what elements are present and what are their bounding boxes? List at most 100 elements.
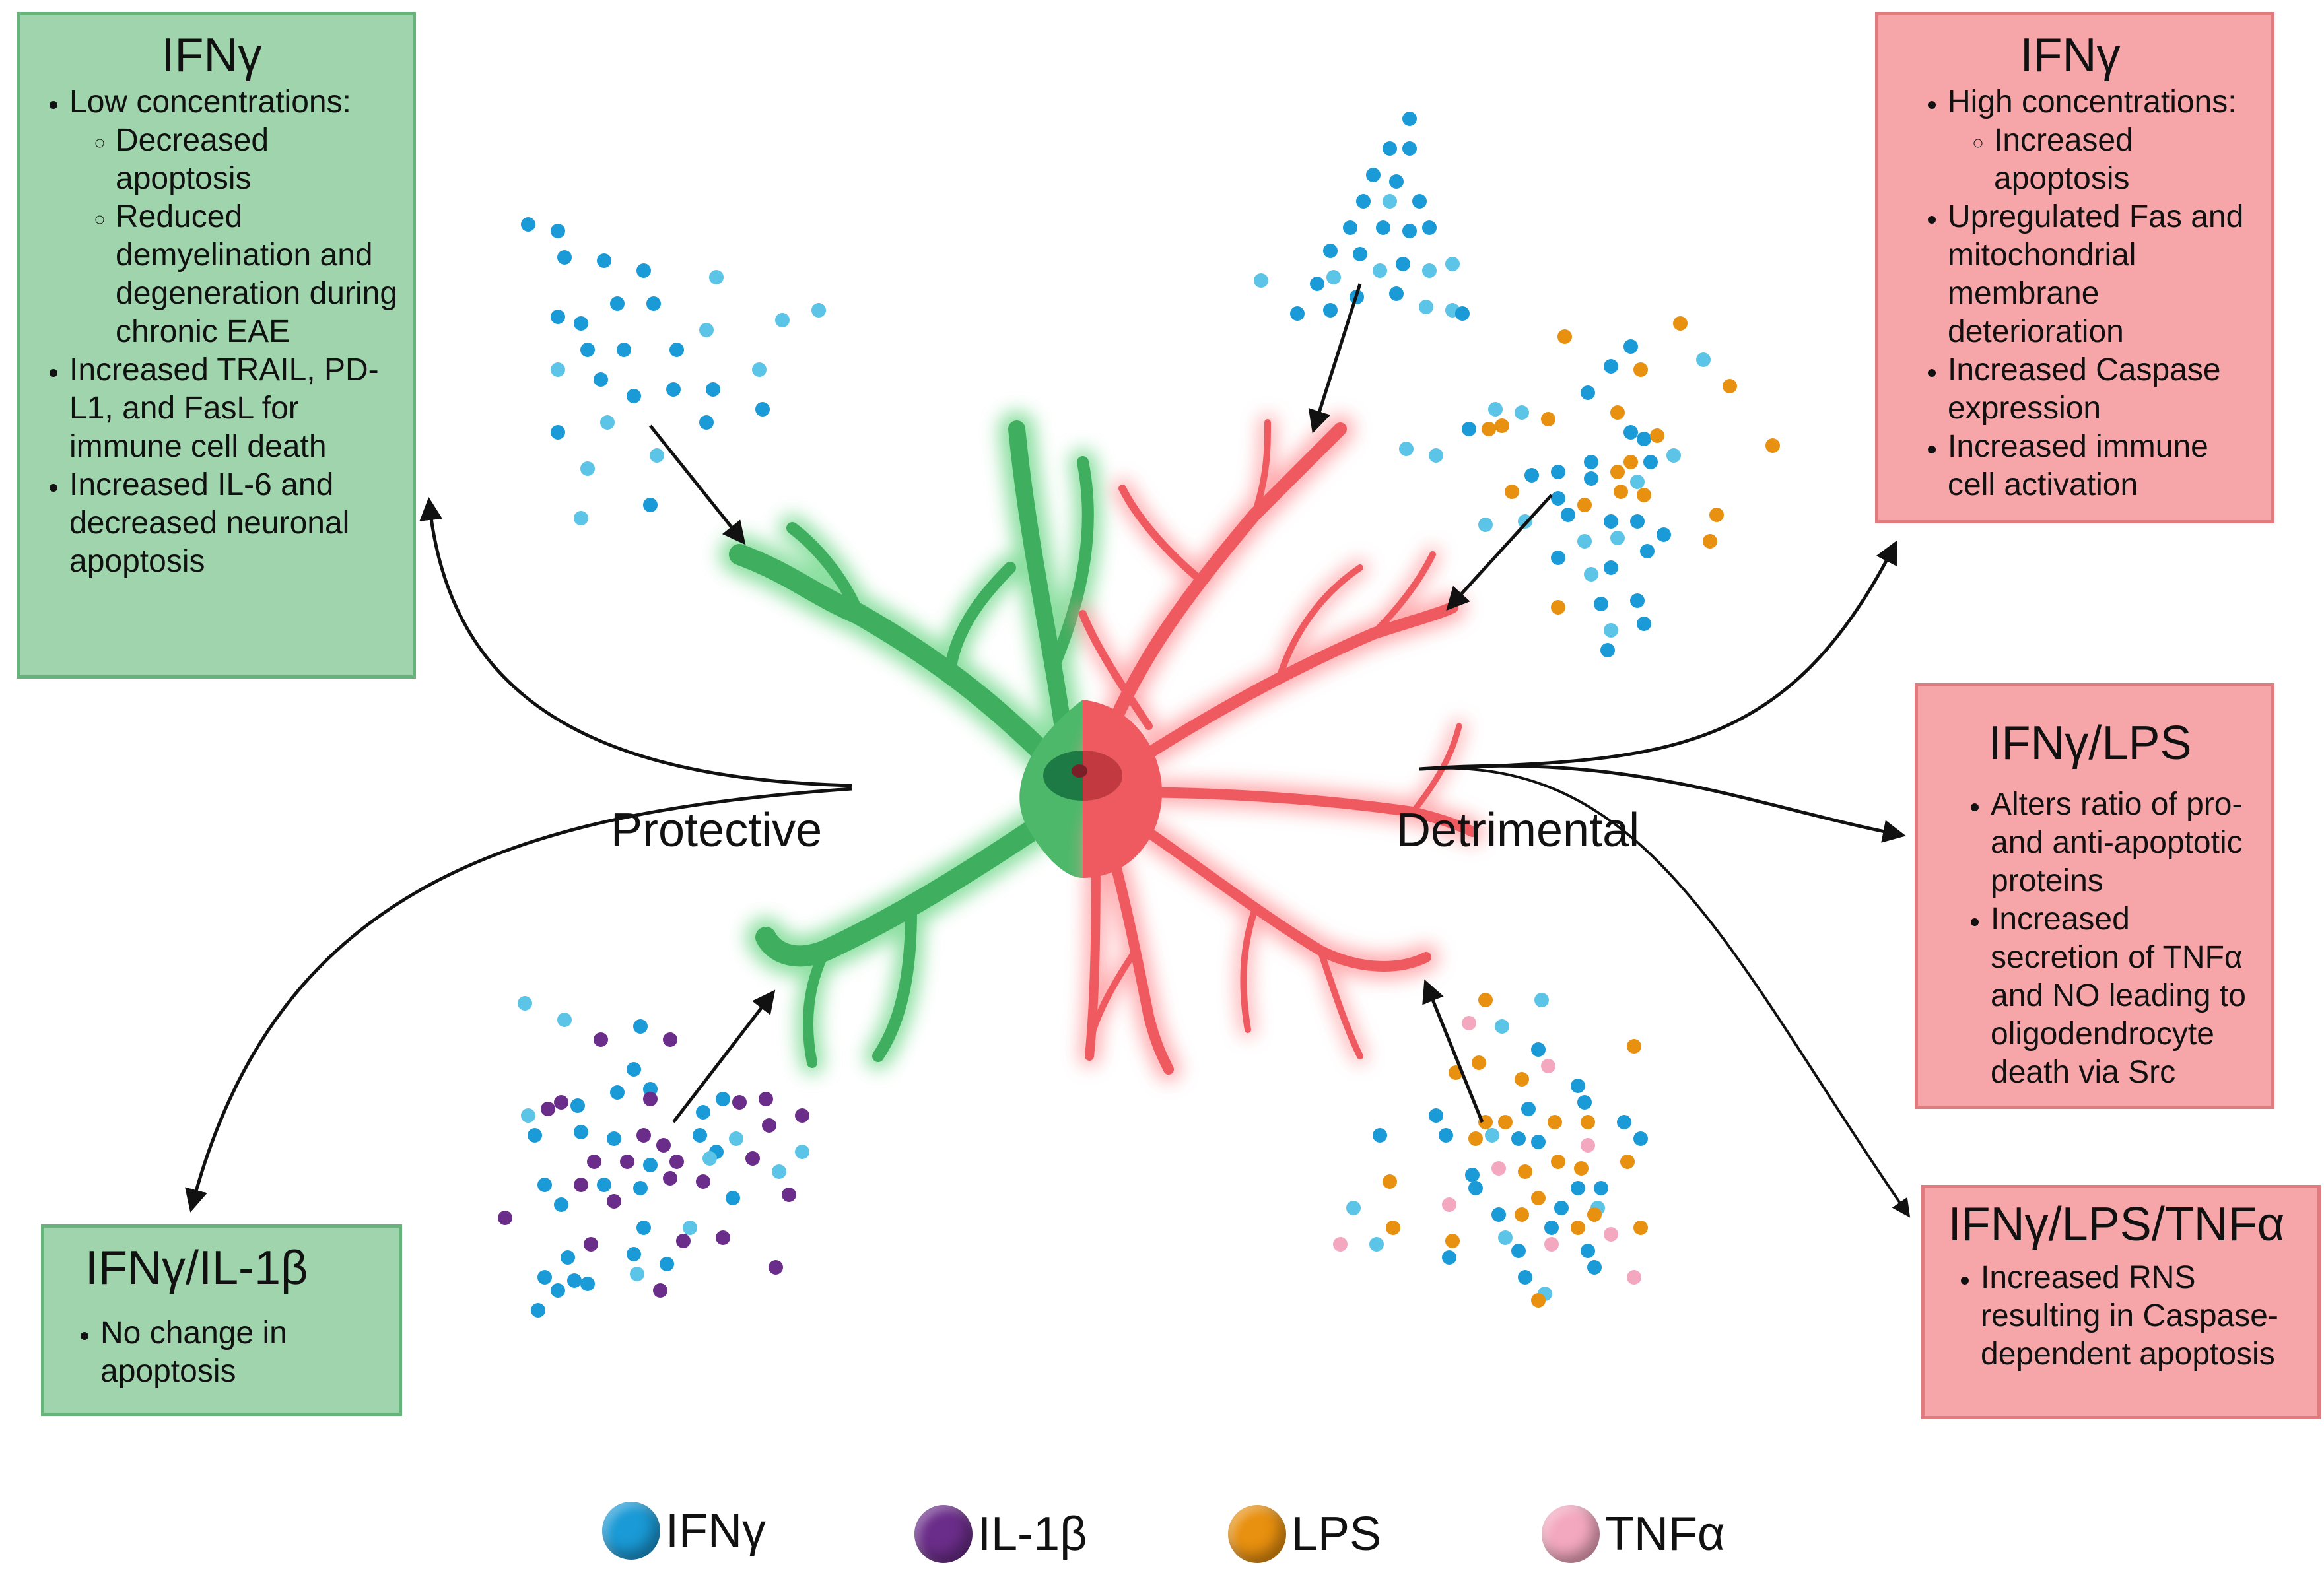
arrow-ifng-top-left-in — [649, 424, 746, 545]
particle-dot — [1587, 1207, 1602, 1222]
particle-dot — [1610, 405, 1625, 420]
particle-dot — [1643, 455, 1658, 469]
particle-dot — [1696, 352, 1711, 367]
bullet-item: Increased Caspase expression — [1948, 351, 2262, 428]
particle-dot — [1343, 220, 1357, 235]
particle-dot — [1633, 1131, 1648, 1146]
particle-dot — [537, 1178, 552, 1192]
particle-dot — [646, 296, 661, 311]
particle-dot — [1383, 194, 1397, 209]
particle-dot — [1511, 1131, 1526, 1146]
bullet-item: Increased secretion of TNFα and NO leadi… — [1991, 900, 2262, 1092]
particle-dot — [716, 1230, 730, 1245]
particle-dot — [528, 1128, 542, 1143]
arrow-detrimental-to-ifng — [1419, 540, 1897, 771]
particle-dot — [1478, 518, 1493, 532]
particle-dot — [607, 1194, 621, 1209]
particle-dot — [1396, 257, 1410, 271]
particle-dot — [1515, 405, 1529, 420]
particle-dot — [1402, 112, 1417, 126]
particle-dot — [1442, 1250, 1456, 1265]
particle-dot — [1495, 1019, 1509, 1034]
protective-ifng-box: IFNγ Low concentrations:Decreased apopto… — [17, 12, 416, 679]
legend-item-lps: LPS — [1228, 1505, 1381, 1563]
particle-dot — [551, 1283, 565, 1298]
particle-dot — [1610, 531, 1625, 545]
particle-dot — [729, 1131, 743, 1146]
particle-dot — [1561, 508, 1575, 522]
particle-dot — [1455, 306, 1470, 321]
particle-dot — [1290, 306, 1305, 321]
particle-dot — [633, 1181, 648, 1195]
particle-dot — [1491, 1207, 1506, 1222]
particle-dot — [1577, 498, 1592, 512]
particle-dot — [1541, 1059, 1555, 1073]
particle-dot — [775, 313, 790, 327]
particle-dot — [597, 253, 611, 268]
particle-dot — [1521, 1102, 1536, 1116]
particle-dot — [587, 1155, 601, 1169]
particle-dot — [1373, 1128, 1387, 1143]
particle-dot — [1498, 1230, 1513, 1245]
particle-dot — [1584, 455, 1598, 469]
particle-dot — [1544, 1221, 1559, 1235]
bullet-text: No change in apoptosis — [100, 1315, 287, 1389]
arrows — [185, 283, 1911, 1218]
particle-dot — [1429, 1108, 1443, 1123]
particle-dot — [636, 1221, 651, 1235]
particle-dot — [1333, 1237, 1348, 1252]
particle-dot — [574, 1125, 588, 1139]
particle-dot — [669, 1155, 684, 1169]
legend-label: IL-1β — [978, 1508, 1087, 1560]
arrow-detrimental-to-ifng-lps — [1419, 764, 1906, 843]
box-list: No change in apoptosis — [44, 1314, 390, 1391]
particle-dot — [660, 1257, 674, 1271]
particle-dot — [676, 1234, 691, 1248]
particle-dot — [782, 1188, 796, 1202]
particle-dot — [699, 415, 714, 430]
particle-dot — [1468, 1181, 1483, 1195]
particle-dot — [1594, 597, 1608, 611]
particle-dot — [1666, 448, 1681, 463]
particle-dot — [1346, 1201, 1361, 1215]
sub-bullet-item: Reduced demyelination and degeneration d… — [116, 198, 403, 351]
particle-dot — [1531, 1191, 1546, 1205]
particle-dot — [1326, 270, 1341, 284]
particle-dot — [554, 1095, 568, 1110]
particle-dot — [1442, 1197, 1456, 1212]
legend-label: TNFα — [1605, 1508, 1725, 1560]
particle-dot — [643, 498, 658, 512]
particle-dot — [1422, 263, 1437, 278]
particle-dot — [683, 1221, 697, 1235]
legend-item-il1b: IL-1β — [914, 1505, 1087, 1563]
particle-dot — [663, 1171, 677, 1186]
particle-dot — [627, 389, 641, 403]
particle-dot — [1623, 339, 1638, 354]
particle-dot — [1703, 534, 1717, 549]
bullet-text: Upregulated Fas and mitochondrial membra… — [1948, 199, 2244, 349]
particle-dot — [769, 1260, 783, 1275]
particle-dot — [1604, 359, 1618, 374]
particle-dot — [1402, 224, 1417, 238]
bullet-item: High concentrations:Increased apoptosis — [1948, 83, 2262, 198]
particle-dot — [1633, 1221, 1648, 1235]
particle-dot — [574, 316, 588, 331]
particle-dot — [643, 1092, 658, 1106]
protective-label: Protective — [611, 804, 823, 857]
detrimental-label: Detrimental — [1396, 804, 1640, 857]
particle-dot — [1445, 1234, 1460, 1248]
particle-dot — [1389, 286, 1404, 301]
bullet-item: Alters ratio of pro- and anti-apoptotic … — [1991, 786, 2262, 900]
particle-dot — [1419, 300, 1433, 314]
particle-dot — [716, 1092, 730, 1106]
protective-cell-half — [720, 411, 1101, 1075]
particle-dot — [745, 1151, 760, 1166]
box-title: IFNγ/LPS/TNFα — [1948, 1198, 2285, 1251]
particle-dot — [1429, 448, 1443, 463]
particle-dot — [1366, 168, 1381, 182]
particle-dot — [610, 1085, 625, 1100]
particle-dot — [1623, 455, 1638, 469]
particle-dot — [574, 511, 588, 525]
particle-dot — [693, 1128, 707, 1143]
ifng-dot-icon — [602, 1502, 660, 1560]
